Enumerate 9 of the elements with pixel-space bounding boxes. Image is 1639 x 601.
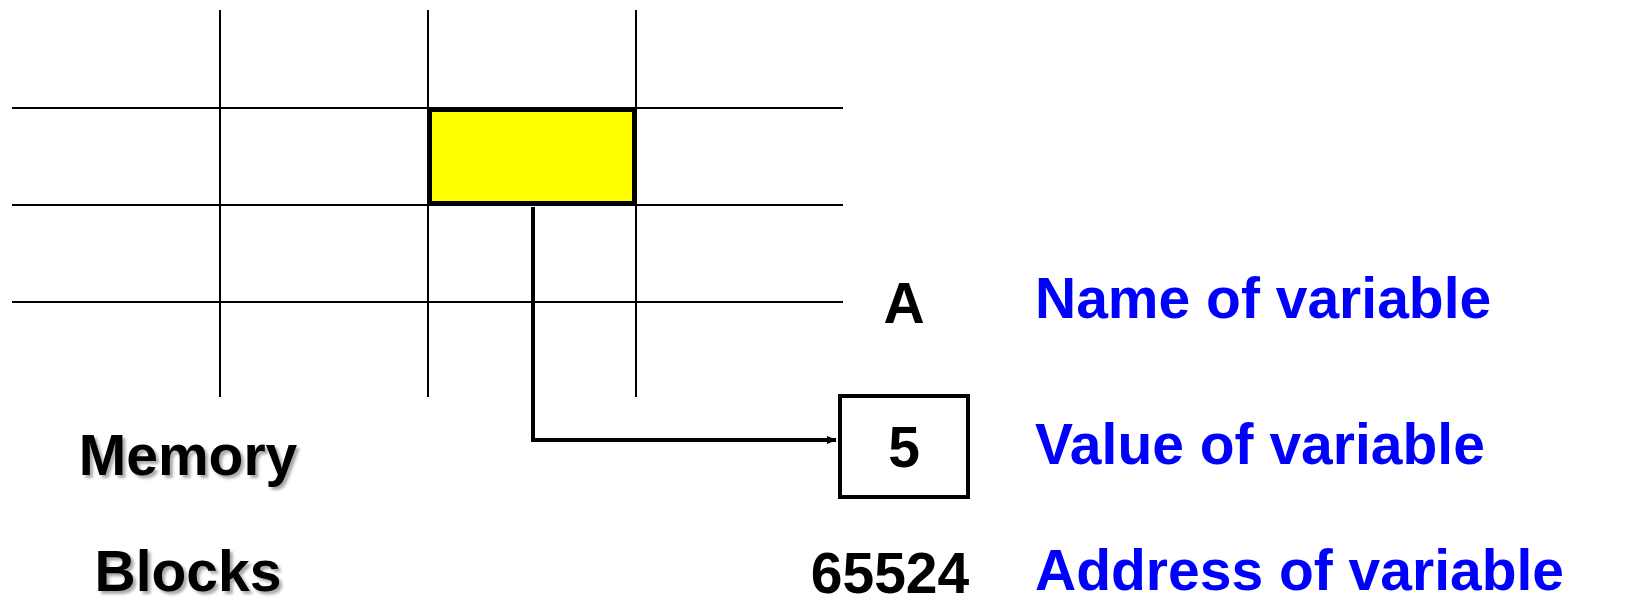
address-value: 65524 xyxy=(810,544,970,601)
description-text: Value of variable xyxy=(1035,415,1485,473)
description-text: Address of variable xyxy=(1035,541,1565,599)
arrow xyxy=(531,207,837,444)
description-text: Name of variable xyxy=(1035,269,1492,327)
value-box: 5 xyxy=(838,394,970,499)
variable-name: A xyxy=(883,274,925,332)
memory-cell xyxy=(427,107,637,206)
memory-blocks-label: Memory Blocks xyxy=(77,422,299,601)
